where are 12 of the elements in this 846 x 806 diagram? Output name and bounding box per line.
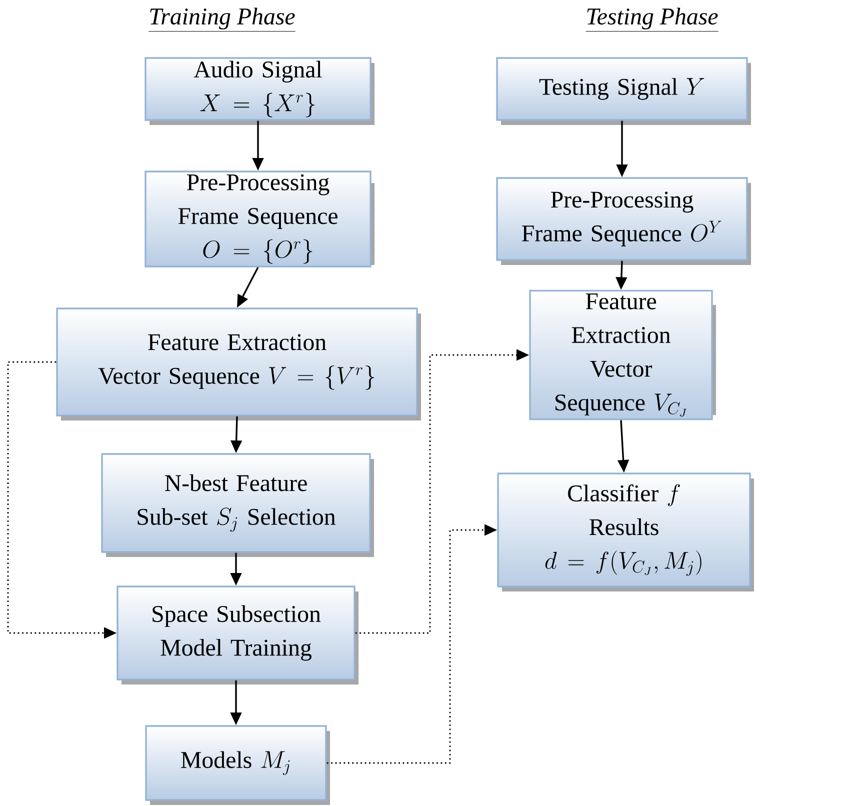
process-box: Feature Extraction Vector Sequence $V = \{V^{r}\}$ bbox=[56, 308, 421, 421]
process-box: Pre-Processing Frame Sequence $O = \{O^{r}\}$ bbox=[144, 170, 375, 268]
process-box: Classifier $f$ Results $d = f(V_{C_{J}}, M_{j})$ bbox=[497, 472, 754, 592]
phase-heading: Training Phase bbox=[148, 8, 296, 32]
process-box: Audio Signal $X = \{X^{r}\}$ bbox=[144, 57, 375, 125]
process-box: N-best Feature Sub-set $S_{j}$ Selection bbox=[101, 453, 374, 557]
phase-heading: Testing Phase bbox=[585, 8, 719, 32]
process-box: Models $M_{j}$ bbox=[145, 725, 330, 805]
process-box: Pre-Processing Frame Sequence $O^{Y}$ bbox=[496, 177, 751, 265]
process-box: Space Subsection Model Training bbox=[116, 586, 359, 685]
process-box: Testing Signal $Y$ bbox=[496, 57, 751, 125]
process-box: Feature Extraction Vector Sequence $V_{C_{J}}$ bbox=[529, 290, 716, 420]
